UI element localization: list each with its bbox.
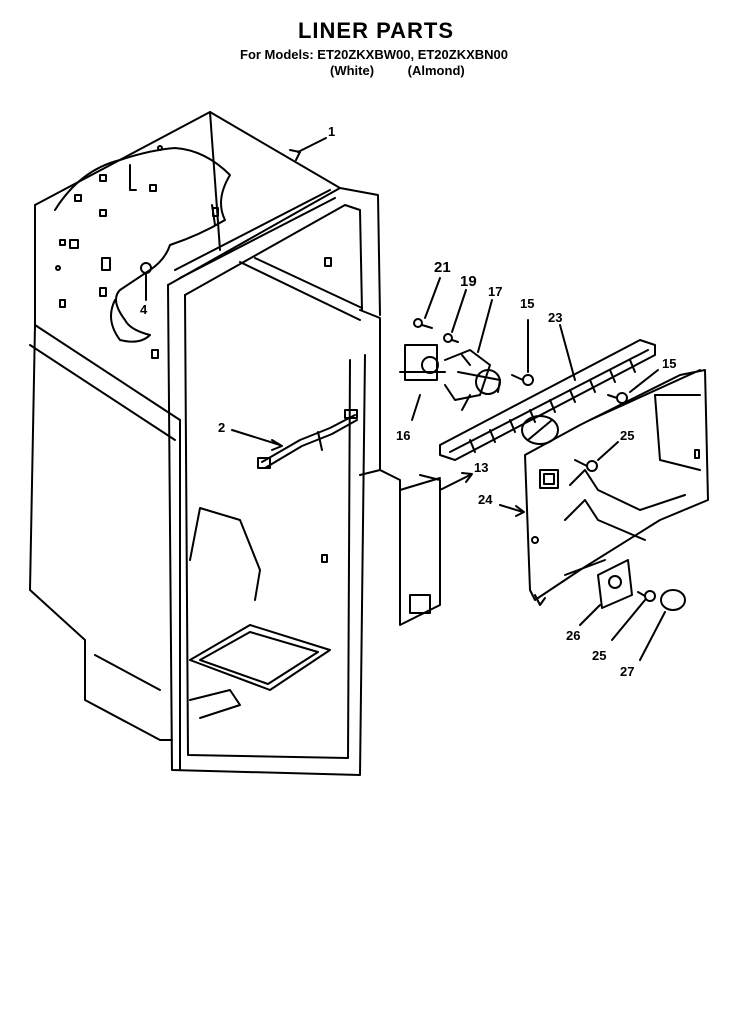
part-25-screws <box>574 441 656 641</box>
callout-27: 27 <box>620 664 634 679</box>
callout-4: 4 <box>140 302 148 317</box>
callout-23: 23 <box>548 310 562 325</box>
callout-15-upper: 15 <box>520 296 534 311</box>
callout-17: 17 <box>488 284 502 299</box>
part-23-shroud <box>439 324 656 461</box>
part-24-cover <box>499 369 709 606</box>
variant-white: (White) <box>330 63 375 78</box>
part-27-bulb <box>639 589 686 661</box>
diagram-title: LINER PARTS <box>297 18 455 43</box>
color-variants: (White) (Almond) <box>330 63 465 78</box>
callout-21: 21 <box>434 259 451 276</box>
callout-26: 26 <box>566 628 580 643</box>
part-13-duct <box>379 469 473 626</box>
callout-13: 13 <box>474 460 488 475</box>
liner-cabinet <box>29 111 381 776</box>
part-2-harness <box>231 409 358 469</box>
callout-19: 19 <box>460 273 477 290</box>
leader-part-1 <box>297 137 327 153</box>
part-26-plate <box>579 559 633 626</box>
fan-motor-assembly <box>399 277 501 421</box>
leader-arrow-part-1 <box>289 149 301 161</box>
callout-16: 16 <box>396 428 410 443</box>
callout-25-lower: 25 <box>592 648 606 663</box>
models-line: For Models: ET20ZKXBW00, ET20ZKXBN00 <box>240 47 508 62</box>
part-4-screw <box>140 262 152 301</box>
part-15-screws <box>511 319 659 404</box>
callout-25-upper: 25 <box>620 428 634 443</box>
callout-15-right: 15 <box>662 356 676 371</box>
callout-2: 2 <box>218 420 225 435</box>
callout-24: 24 <box>478 492 493 507</box>
callout-1: 1 <box>328 124 335 139</box>
variant-almond: (Almond) <box>407 63 465 78</box>
